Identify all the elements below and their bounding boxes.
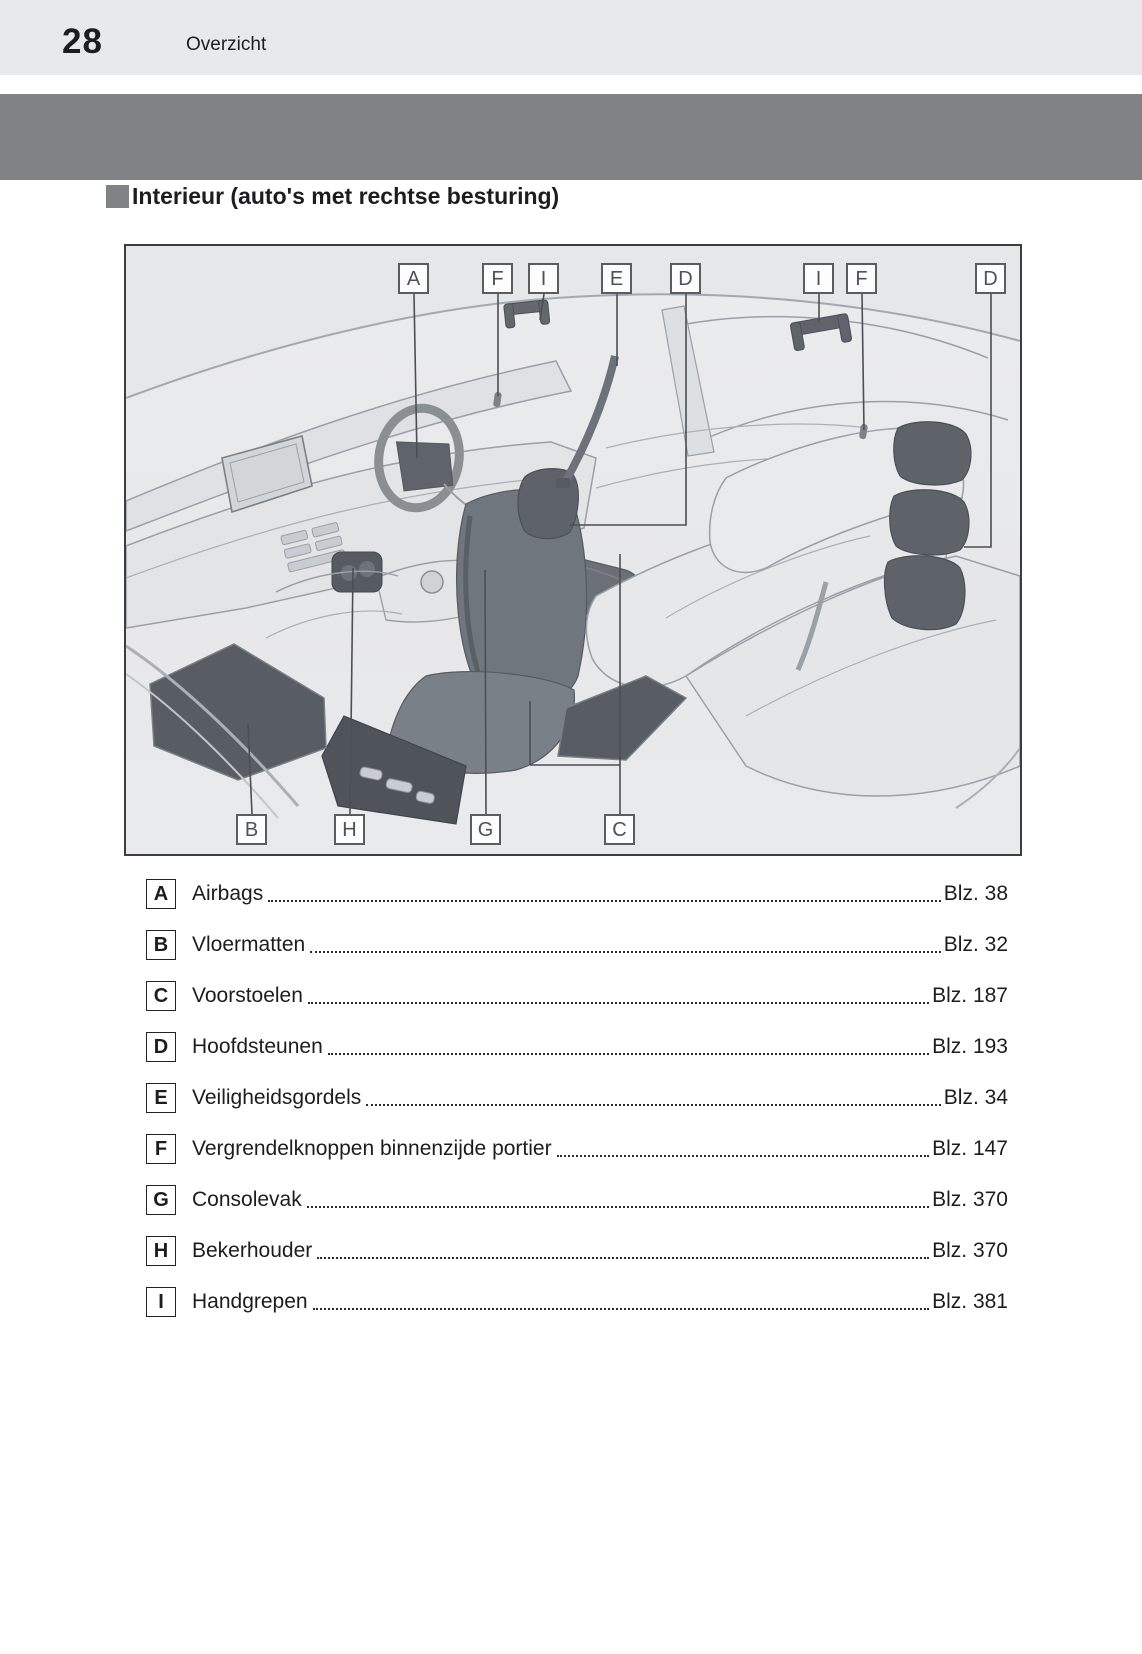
dot-leader: [317, 1257, 930, 1259]
section-title-row: Interieur (auto's met rechtse besturing): [106, 183, 559, 210]
legend-page-ref: Blz. 370: [932, 1239, 1008, 1262]
legend-row-handgrepen: I Handgrepen Blz. 381: [146, 1287, 1008, 1317]
callout-C-frontseats: C: [604, 814, 635, 845]
legend-row-bekerhouder: H Bekerhouder Blz. 370: [146, 1236, 1008, 1266]
legend-key: G: [146, 1185, 176, 1215]
legend-row-consolevak: G Consolevak Blz. 370: [146, 1185, 1008, 1215]
legend-page-ref: Blz. 32: [943, 933, 1008, 956]
legend-page-ref: Blz. 147: [932, 1137, 1008, 1160]
callout-G-console: G: [470, 814, 501, 845]
page-number: 28: [62, 22, 103, 61]
legend-key: B: [146, 930, 176, 960]
dot-leader: [366, 1104, 941, 1106]
legend-row-vloermatten: B Vloermatten Blz. 32: [146, 930, 1008, 960]
callout-I-rear-handle: I: [803, 263, 834, 294]
section-title: Interieur (auto's met rechtse besturing): [132, 183, 560, 209]
interior-diagram: A F I E D I F D B H G C: [124, 244, 1022, 856]
legend-label: Hoofdsteunen: [192, 1035, 323, 1058]
legend-row-vergrendelknoppen: F Vergrendelknoppen binnenzijde portier …: [146, 1134, 1008, 1164]
dot-leader: [268, 900, 941, 902]
callout-H-cupholder: H: [334, 814, 365, 845]
section-header: Overzicht: [186, 34, 267, 55]
chapter-banner: [0, 94, 1142, 180]
legend-row-voorstoelen: C Voorstoelen Blz. 187: [146, 981, 1008, 1011]
legend-label: Bekerhouder: [192, 1239, 313, 1262]
callout-F-front-lock: F: [482, 263, 513, 294]
header-band: 28 Overzicht: [0, 0, 1142, 75]
legend-key: I: [146, 1287, 176, 1317]
legend-row-hoofdsteunen: D Hoofdsteunen Blz. 193: [146, 1032, 1008, 1062]
legend-row-airbags: A Airbags Blz. 38: [146, 879, 1008, 909]
callout-D-rear-headrest: D: [975, 263, 1006, 294]
dot-leader: [310, 951, 941, 953]
callout-A-airbags: A: [398, 263, 429, 294]
dot-leader: [307, 1002, 930, 1004]
legend-key: A: [146, 879, 176, 909]
legend-key: H: [146, 1236, 176, 1266]
callout-I-front-handle: I: [528, 263, 559, 294]
legend-key: D: [146, 1032, 176, 1062]
title-square-icon: [106, 185, 129, 208]
dot-leader: [312, 1308, 930, 1310]
interior-illustration: [126, 246, 1020, 825]
dot-leader: [306, 1206, 930, 1208]
callout-D-front-headrest: D: [670, 263, 701, 294]
dot-leader: [327, 1053, 930, 1055]
legend-label: Veiligheidsgordels: [192, 1086, 362, 1109]
legend-label: Voorstoelen: [192, 984, 303, 1007]
legend-key: E: [146, 1083, 176, 1113]
legend-label: Airbags: [192, 882, 264, 905]
legend-label: Consolevak: [192, 1188, 302, 1211]
dot-leader: [556, 1155, 930, 1157]
legend-page-ref: Blz. 370: [932, 1188, 1008, 1211]
legend-key: F: [146, 1134, 176, 1164]
legend-page-ref: Blz. 381: [932, 1290, 1008, 1313]
legend-page-ref: Blz. 193: [932, 1035, 1008, 1058]
legend-page-ref: Blz. 34: [943, 1086, 1008, 1109]
legend-row-veiligheidsgordels: E Veiligheidsgordels Blz. 34: [146, 1083, 1008, 1113]
legend-list: A Airbags Blz. 38 B Vloermatten Blz. 32 …: [146, 879, 1008, 1338]
legend-page-ref: Blz. 187: [932, 984, 1008, 1007]
legend-label: Vloermatten: [192, 933, 306, 956]
callout-B-floormats: B: [236, 814, 267, 845]
legend-label: Vergrendelknoppen binnenzijde portier: [192, 1137, 552, 1160]
leader-lines: [247, 293, 992, 815]
legend-key: C: [146, 981, 176, 1011]
callout-E-seatbelts: E: [601, 263, 632, 294]
callout-F-rear-lock: F: [846, 263, 877, 294]
legend-label: Handgrepen: [192, 1290, 308, 1313]
legend-page-ref: Blz. 38: [943, 882, 1008, 905]
